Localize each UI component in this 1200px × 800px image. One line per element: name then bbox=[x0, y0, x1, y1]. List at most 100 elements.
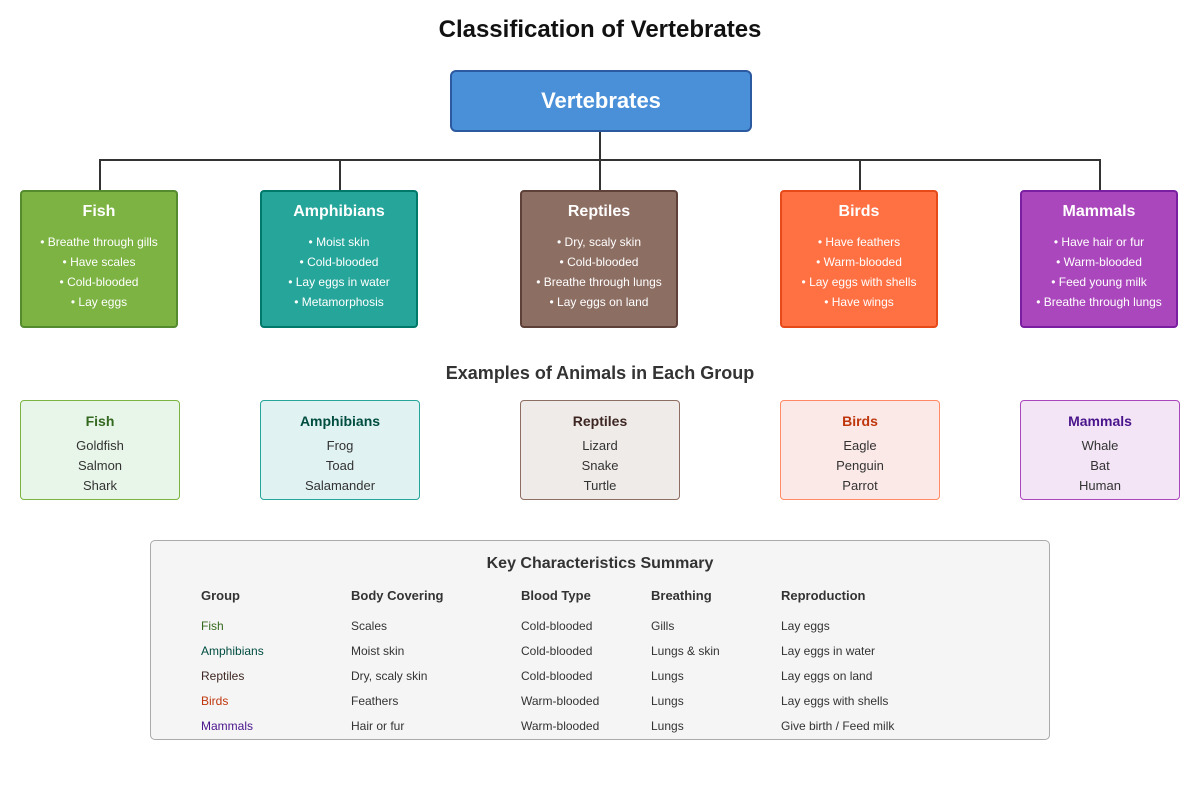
summary-cell: Lay eggs on land bbox=[781, 669, 873, 683]
group-trait: • Warm-blooded bbox=[816, 255, 902, 269]
group-trait: • Have feathers bbox=[817, 235, 901, 249]
summary-cell: Dry, scaly skin bbox=[351, 669, 428, 683]
example-animal: Frog bbox=[326, 438, 354, 453]
group-trait: • Breathe through gills bbox=[40, 235, 158, 249]
summary-cell-group: Birds bbox=[201, 694, 229, 708]
summary-cell: Cold-blooded bbox=[521, 644, 593, 658]
group-trait: • Metamorphosis bbox=[294, 295, 384, 309]
summary-cell: Cold-blooded bbox=[521, 619, 593, 633]
group-name: Mammals bbox=[1062, 203, 1136, 220]
summary-cell: Warm-blooded bbox=[521, 719, 600, 733]
example-animal: Salmon bbox=[77, 458, 123, 473]
summary-cell: Lungs & skin bbox=[651, 644, 720, 658]
summary-cell: Lay eggs with shells bbox=[781, 694, 889, 708]
summary-header-group: Group bbox=[201, 588, 240, 603]
group-node-amphibians: Amphibians • Moist skin • Cold-blooded •… bbox=[260, 190, 418, 328]
group-trait: • Lay eggs with shells bbox=[801, 275, 917, 289]
example-box-reptiles: Reptiles Lizard Snake Turtle bbox=[520, 400, 680, 500]
summary-cell: Scales bbox=[351, 619, 388, 633]
group-node-fish: Fish • Breathe through gills • Have scal… bbox=[20, 190, 178, 328]
group-traits: • Have feathers • Warm-blooded • Lay egg… bbox=[782, 232, 936, 312]
example-animal: Salamander bbox=[304, 478, 376, 493]
summary-cell-group: Amphibians bbox=[201, 644, 264, 658]
example-group-name: Amphibians bbox=[299, 413, 381, 429]
summary-title: Key Characteristics Summary bbox=[486, 555, 714, 572]
summary-cell: Lay eggs in water bbox=[781, 644, 876, 658]
group-name: Birds bbox=[838, 203, 880, 220]
summary-cell: Lungs bbox=[651, 694, 684, 708]
example-animal: Bat bbox=[1090, 458, 1110, 473]
group-name: Fish bbox=[82, 203, 116, 220]
example-animal: Snake bbox=[581, 458, 619, 473]
group-trait: • Dry, scaly skin bbox=[557, 235, 641, 249]
group-trait: • Have hair or fur bbox=[1053, 235, 1145, 249]
example-box-birds: Birds Eagle Penguin Parrot bbox=[780, 400, 940, 500]
group-name: Reptiles bbox=[567, 203, 631, 220]
summary-cell: Moist skin bbox=[351, 644, 405, 658]
group-node-reptiles: Reptiles • Dry, scaly skin • Cold-bloode… bbox=[520, 190, 678, 328]
group-name: Amphibians bbox=[293, 203, 385, 220]
example-animals: Eagle Penguin Parrot bbox=[781, 436, 939, 496]
group-trait: • Cold-blooded bbox=[559, 255, 639, 269]
group-trait: • Lay eggs bbox=[70, 295, 128, 309]
example-animal: Shark bbox=[83, 478, 117, 493]
example-group-name: Birds bbox=[842, 413, 878, 429]
group-trait: • Have wings bbox=[824, 295, 894, 309]
summary-header-body-covering: Body Covering bbox=[351, 588, 444, 603]
group-trait: • Feed young milk bbox=[1051, 275, 1147, 289]
example-animals: Lizard Snake Turtle bbox=[521, 436, 679, 496]
example-box-amphibians: Amphibians Frog Toad Salamander bbox=[260, 400, 420, 500]
example-animals: Whale Bat Human bbox=[1021, 436, 1179, 496]
example-animal: Whale bbox=[1081, 438, 1119, 453]
example-animal: Toad bbox=[325, 458, 355, 473]
summary-cell: Cold-blooded bbox=[521, 669, 593, 683]
group-node-birds: Birds • Have feathers • Warm-blooded • L… bbox=[780, 190, 938, 328]
diagram-title: Classification of Vertebrates bbox=[438, 16, 762, 43]
example-group-name: Mammals bbox=[1068, 413, 1132, 429]
summary-header-reproduction: Reproduction bbox=[781, 588, 866, 603]
group-trait: • Lay eggs in water bbox=[288, 275, 390, 289]
group-trait: • Cold-blooded bbox=[299, 255, 379, 269]
group-traits: • Dry, scaly skin • Cold-blooded • Breat… bbox=[522, 232, 676, 312]
example-animals: Goldfish Salmon Shark bbox=[21, 436, 179, 496]
group-traits: • Moist skin • Cold-blooded • Lay eggs i… bbox=[262, 232, 416, 312]
summary-cell: Give birth / Feed milk bbox=[781, 719, 895, 733]
example-animal: Human bbox=[1079, 478, 1121, 493]
group-trait: • Breathe through lungs bbox=[1036, 295, 1162, 309]
group-trait: • Breathe through lungs bbox=[536, 275, 662, 289]
example-animals: Frog Toad Salamander bbox=[261, 436, 419, 496]
examples-title: Examples of Animals in Each Group bbox=[445, 363, 755, 383]
summary-cell-group: Mammals bbox=[201, 719, 254, 733]
summary-cell: Lungs bbox=[651, 719, 684, 733]
summary-header-breathing: Breathing bbox=[651, 588, 712, 603]
group-traits: • Breathe through gills • Have scales • … bbox=[22, 232, 176, 312]
group-node-mammals: Mammals • Have hair or fur • Warm-bloode… bbox=[1020, 190, 1178, 328]
summary-cell: Feathers bbox=[351, 694, 399, 708]
summary-panel: Key Characteristics Summary Group Body C… bbox=[150, 540, 1050, 740]
summary-cell: Hair or fur bbox=[351, 719, 405, 733]
group-trait: • Cold-blooded bbox=[59, 275, 139, 289]
summary-cell: Gills bbox=[651, 619, 675, 633]
summary-cell: Lungs bbox=[651, 669, 684, 683]
example-group-name: Fish bbox=[85, 413, 115, 429]
example-box-fish: Fish Goldfish Salmon Shark bbox=[20, 400, 180, 500]
example-group-name: Reptiles bbox=[572, 413, 628, 429]
summary-cell-group: Reptiles bbox=[201, 669, 245, 683]
group-trait: • Have scales bbox=[62, 255, 136, 269]
root-node-vertebrates: Vertebrates bbox=[450, 70, 752, 132]
example-box-mammals: Mammals Whale Bat Human bbox=[1020, 400, 1180, 500]
group-traits: • Have hair or fur • Warm-blooded • Feed… bbox=[1022, 232, 1176, 312]
example-animal: Penguin bbox=[836, 458, 884, 473]
example-animal: Turtle bbox=[583, 478, 617, 493]
example-animal: Parrot bbox=[842, 478, 878, 493]
summary-header-blood-type: Blood Type bbox=[521, 588, 591, 603]
group-trait: • Lay eggs on land bbox=[549, 295, 649, 309]
group-trait: • Moist skin bbox=[308, 235, 370, 249]
summary-cell: Warm-blooded bbox=[521, 694, 600, 708]
summary-cell: Lay eggs bbox=[781, 619, 830, 633]
group-trait: • Warm-blooded bbox=[1056, 255, 1142, 269]
example-animal: Eagle bbox=[843, 438, 877, 453]
example-animal: Lizard bbox=[582, 438, 618, 453]
summary-cell-group: Fish bbox=[201, 619, 224, 633]
